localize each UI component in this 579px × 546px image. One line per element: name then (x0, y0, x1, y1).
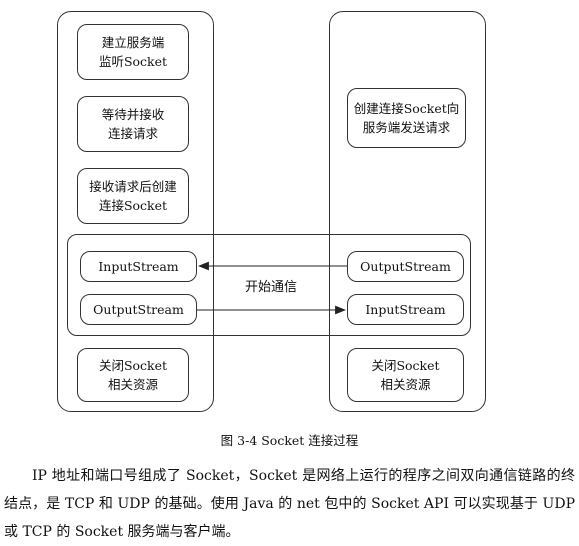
server-close-step: 关闭Socket 相关资源 (77, 348, 189, 402)
server-step-accept: 等待并接收 连接请求 (77, 96, 189, 152)
communication-label: 开始通信 (245, 280, 298, 295)
communication-frame (67, 234, 471, 336)
body-paragraph: IP 地址和端口号组成了 Socket，Socket 是网络上运行的程序之间双向… (4, 468, 575, 540)
server-output-stream: OutputStream (80, 294, 197, 325)
client-close-step: 关闭Socket 相关资源 (347, 348, 464, 402)
server-step-create-connection: 接收请求后创建 连接Socket (77, 168, 189, 224)
client-step-connect: 创建连接Socket向 服务端发送请求 (347, 88, 466, 148)
client-input-stream: InputStream (347, 294, 464, 325)
client-output-stream: OutputStream (347, 251, 464, 282)
server-frame (57, 11, 214, 412)
client-frame (329, 11, 486, 412)
figure-caption: 图 3-4 Socket 连接过程 (220, 433, 359, 448)
server-step-listen: 建立服务端 监听Socket (77, 24, 189, 80)
server-input-stream: InputStream (80, 251, 197, 282)
